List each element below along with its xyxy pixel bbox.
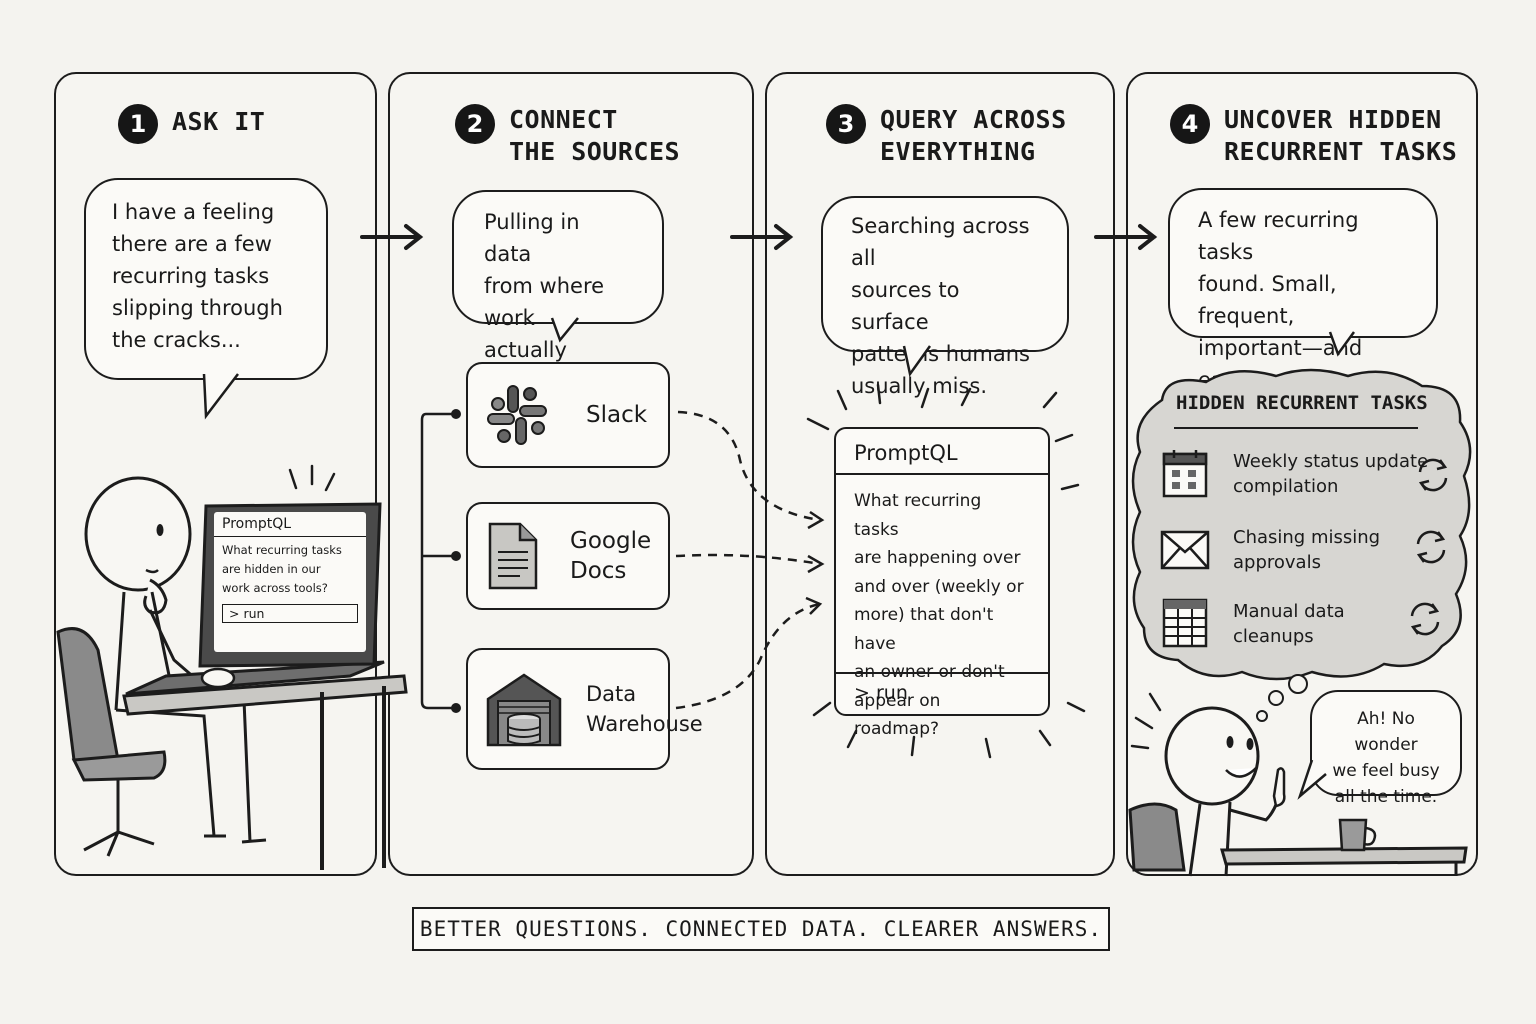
step-number: 2 xyxy=(455,104,495,144)
source-card-data-warehouse[interactable]: Data Warehouse xyxy=(466,648,703,770)
step-title: CONNECT THE SOURCES xyxy=(509,105,681,166)
bubble-tail xyxy=(202,373,239,420)
laptop-app-title: PromptQL xyxy=(214,512,366,537)
speech-bubble-ask: I have a feeling there are a few recurri… xyxy=(84,178,328,380)
arrow-right-icon xyxy=(360,224,424,250)
glow-lines xyxy=(806,383,1086,759)
laptop-question: What recurring tasks are hidden in our w… xyxy=(222,543,342,595)
envelope-icon xyxy=(1160,530,1210,570)
source-label: Data Warehouse xyxy=(586,682,703,736)
source-label: Google Docs xyxy=(570,528,652,584)
step-number: 4 xyxy=(1170,104,1210,144)
speech-bubble-uncover: A few recurring tasks found. Small, freq… xyxy=(1168,188,1438,424)
source-label: Slack xyxy=(586,402,648,428)
speech-bubble-connect: Pulling in data from where work actually… xyxy=(452,190,664,394)
hidden-tasks-title: HIDDEN RECURRENT TASKS xyxy=(1176,392,1428,414)
promptql-run-button[interactable]: > run xyxy=(836,672,1048,714)
warehouse-database-icon xyxy=(486,673,562,747)
thought-cloud xyxy=(1131,368,1472,681)
speech-bubble-reaction: Ah! No wonder we feel busy all the time. xyxy=(1310,690,1462,807)
step-1-header: 1 ASK IT xyxy=(118,104,265,144)
spreadsheet-icon xyxy=(1162,598,1208,648)
task-label: Weekly status update compilation xyxy=(1233,451,1429,497)
source-card-slack[interactable]: Slack xyxy=(466,362,670,468)
laptop-run-button[interactable]: > run xyxy=(222,604,358,623)
bubble-tail xyxy=(902,345,932,378)
step-title: UNCOVER HIDDEN RECURRENT TASKS xyxy=(1224,105,1458,166)
arrow-right-icon xyxy=(1094,224,1158,250)
step-title: QUERY ACROSS EVERYTHING xyxy=(880,105,1067,166)
arrow-right-icon xyxy=(730,224,794,250)
document-icon xyxy=(488,522,538,590)
bubble-tail xyxy=(1297,759,1327,800)
tagline: BETTER QUESTIONS. CONNECTED DATA. CLEARE… xyxy=(412,907,1110,951)
refresh-cycle-icon xyxy=(1418,458,1448,492)
laptop-screen: PromptQL What recurring tasks are hidden… xyxy=(214,512,366,652)
refresh-cycle-icon xyxy=(1416,530,1446,564)
refresh-cycle-icon xyxy=(1410,602,1440,636)
source-connectors xyxy=(420,409,825,713)
step-number: 1 xyxy=(118,104,158,144)
task-label: Chasing missing approvals xyxy=(1233,527,1381,573)
promptql-query-box: PromptQL What recurring tasks are happen… xyxy=(834,427,1050,739)
bubble-tail xyxy=(1328,331,1356,357)
step-number: 3 xyxy=(826,104,866,144)
task-item[interactable]: Weekly status update compilation xyxy=(1158,446,1458,502)
step-4-header: 4 UNCOVER HIDDEN RECURRENT TASKS xyxy=(1170,104,1457,168)
step-3-header: 3 QUERY ACROSS EVERYTHING xyxy=(826,104,1067,168)
step-2-header: 2 CONNECT THE SOURCES xyxy=(455,104,680,168)
speech-bubble-query: Searching across all sources to surface … xyxy=(821,196,1069,398)
task-label: Manual data cleanups xyxy=(1233,601,1345,647)
slack-icon xyxy=(487,385,547,445)
promptql-title: PromptQL xyxy=(836,429,1048,475)
step-title: ASK IT xyxy=(172,107,266,136)
bubble-tail xyxy=(550,317,579,343)
calendar-icon xyxy=(1162,450,1208,498)
task-item[interactable]: Chasing missing approvals xyxy=(1158,522,1458,578)
source-card-google-docs[interactable]: Google Docs xyxy=(466,502,670,610)
task-item[interactable]: Manual data cleanups xyxy=(1158,596,1458,652)
person-realizing-illustration xyxy=(1128,674,1468,877)
